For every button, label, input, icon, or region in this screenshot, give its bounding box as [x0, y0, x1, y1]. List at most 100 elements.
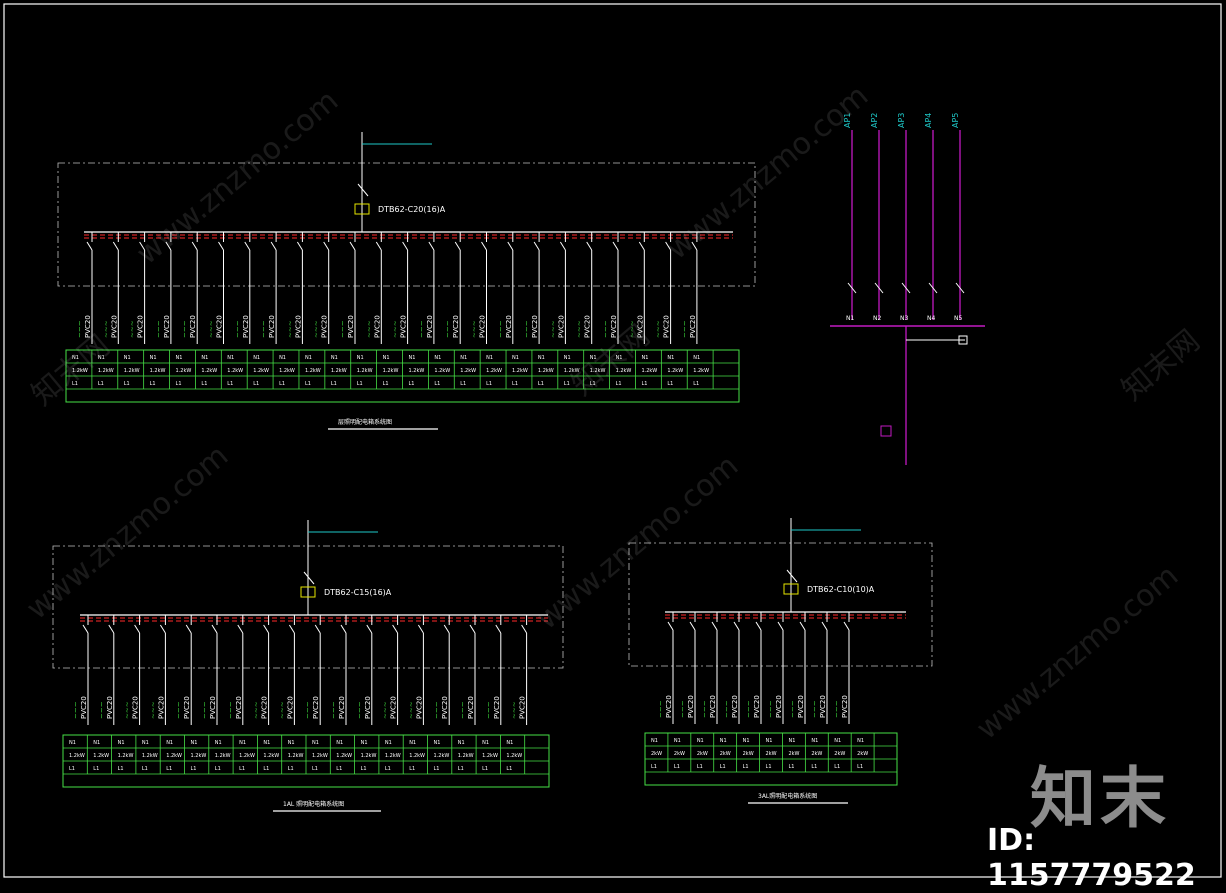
main-breaker-box — [354, 203, 370, 215]
riser-feeder-switch — [874, 282, 884, 294]
branch-conductor-mark: ~~~ — [523, 320, 531, 338]
branch-conductor-mark: ~~~ — [234, 320, 242, 338]
branch-circuit: PVC20~~~ — [681, 232, 698, 344]
riser-feeder-label: AP4 — [924, 113, 933, 128]
branch-conductor-mark: ~~~ — [181, 320, 189, 338]
branch-conductor-mark: ~~~ — [602, 320, 610, 338]
branch-conductor-mark: ~~~ — [657, 700, 665, 718]
riser-busbar-label: N3 — [900, 315, 908, 322]
table-cell-text: 1.2kW — [357, 368, 373, 374]
branch-circuit: PVC20~~~ — [811, 612, 828, 724]
table-cell-text: N1 — [227, 355, 234, 361]
branch-circuit: PVC20~~~ — [628, 232, 645, 344]
branch-circuit: PVC20~~~ — [304, 615, 321, 725]
branch-circuit: PVC20~~~ — [745, 612, 762, 724]
branch-switch — [86, 241, 93, 251]
table-cell-text: N1 — [458, 740, 465, 746]
table-cell-text: 1.2kW — [312, 753, 328, 759]
branch-cable-label: PVC20 — [137, 315, 145, 338]
branch-cable-label: PVC20 — [321, 315, 329, 338]
table-cell-text: N1 — [693, 355, 700, 361]
table-cell-text: 1.2kW — [124, 368, 140, 374]
table-cell-text: L1 — [409, 766, 415, 772]
branch-switch — [665, 241, 672, 251]
table-cell-text: N1 — [72, 355, 79, 361]
table-cell-text: N1 — [385, 740, 392, 746]
panel-title: 3AL照明配电箱系统图 — [758, 792, 817, 800]
panel-3-diagram: DTB62-C10(10)APVC20~~~PVC20~~~PVC20~~~PV… — [628, 518, 933, 804]
branch-circuit: PVC20~~~ — [833, 612, 850, 724]
branch-conductor-mark: ~~~ — [98, 701, 106, 719]
table-cell-text: N1 — [811, 738, 818, 744]
branch-conductor-mark: ~~~ — [628, 320, 636, 338]
branch-conductor-mark: ~~~ — [339, 320, 347, 338]
table-cell-text: 1.2kW — [383, 368, 399, 374]
main-breaker-label: DTB62-C15(16)A — [324, 588, 392, 597]
branch-circuit: PVC20~~~ — [201, 615, 218, 725]
branch-switch — [777, 621, 784, 631]
table-cell-text: L1 — [142, 766, 148, 772]
branch-switch — [586, 241, 593, 251]
table-cell-text: L1 — [512, 381, 518, 387]
table-cell-text: 1.2kW — [538, 368, 554, 374]
branch-cable-label: PVC20 — [441, 696, 449, 719]
branch-conductor-mark: ~~~ — [227, 701, 235, 719]
branch-circuit: PVC20~~~ — [181, 232, 198, 344]
branch-conductor-mark: ~~~ — [433, 701, 441, 719]
branch-conductor-mark: ~~~ — [655, 320, 663, 338]
table-cell-text: 1.2kW — [331, 368, 347, 374]
branch-switch — [392, 624, 399, 634]
table-cell-text: N1 — [69, 740, 76, 746]
branch-cable-label: PVC20 — [519, 696, 527, 719]
branch-cable-label: PVC20 — [373, 315, 381, 338]
branch-circuit: PVC20~~~ — [418, 232, 435, 344]
table-cell-text: N1 — [239, 740, 246, 746]
enclosure-frame — [628, 542, 933, 667]
table-cell-text: N1 — [305, 355, 312, 361]
branch-circuit: PVC20~~~ — [102, 232, 119, 344]
table-cell-text: 1.2kW — [434, 753, 450, 759]
branch-switch — [454, 241, 461, 251]
branch-cable-label: PVC20 — [261, 696, 269, 719]
branch-cable-label: PVC20 — [80, 696, 88, 719]
table-cell-text: 1.2kW — [512, 368, 528, 374]
branch-conductor-mark: ~~~ — [253, 701, 261, 719]
branch-circuit: PVC20~~~ — [767, 612, 784, 724]
table-cell-text: N1 — [674, 738, 681, 744]
branch-switch — [481, 241, 487, 251]
branch-switch — [469, 624, 476, 634]
table-cell-text: 1.2kW — [667, 368, 683, 374]
table-cell-text: L1 — [385, 766, 391, 772]
load-table: N11.2kWL1N11.2kWL1N11.2kWL1N11.2kWL1N11.… — [65, 349, 740, 403]
table-cell-text: 1.2kW — [176, 368, 192, 374]
branch-conductor-mark: ~~~ — [497, 320, 505, 338]
branch-conductor-mark: ~~~ — [304, 701, 312, 719]
table-cell-text: L1 — [72, 381, 78, 387]
branch-conductor-mark: ~~~ — [155, 320, 163, 338]
panel-1-diagram: DTB62-C20(16)APVC20~~~PVC20~~~PVC20~~~PV… — [57, 132, 756, 430]
table-cell-text: N1 — [667, 355, 674, 361]
branch-cable-label: PVC20 — [235, 696, 243, 719]
main-switch — [357, 183, 369, 197]
table-cell-text: 1.2kW — [227, 368, 243, 374]
branch-cable-label: PVC20 — [531, 315, 539, 338]
table-cell-text: L1 — [98, 381, 104, 387]
branch-conductor-mark: ~~~ — [278, 701, 286, 719]
branch-cable-label: PVC20 — [452, 315, 460, 338]
branch-conductor-mark: ~~~ — [723, 700, 731, 718]
table-cell-text: 1.2kW — [590, 368, 606, 374]
table-cell-text: 1.2kW — [118, 753, 134, 759]
branch-switch — [165, 241, 172, 251]
table-cell-text: 1.2kW — [72, 368, 88, 374]
branch-switch — [733, 621, 740, 631]
branch-circuit: PVC20~~~ — [789, 612, 806, 724]
table-cell-text: 1.2kW — [641, 368, 657, 374]
table-cell-text: N1 — [201, 355, 208, 361]
table-cell-text: 1.2kW — [98, 368, 114, 374]
panel-title: 1AL 照明配电箱系统图 — [283, 800, 344, 808]
table-cell-text: 1.2kW — [191, 753, 207, 759]
table-cell-text: 1.2kW — [564, 368, 580, 374]
branch-cable-label: PVC20 — [286, 696, 294, 719]
branch-circuit: PVC20~~~ — [576, 232, 593, 344]
